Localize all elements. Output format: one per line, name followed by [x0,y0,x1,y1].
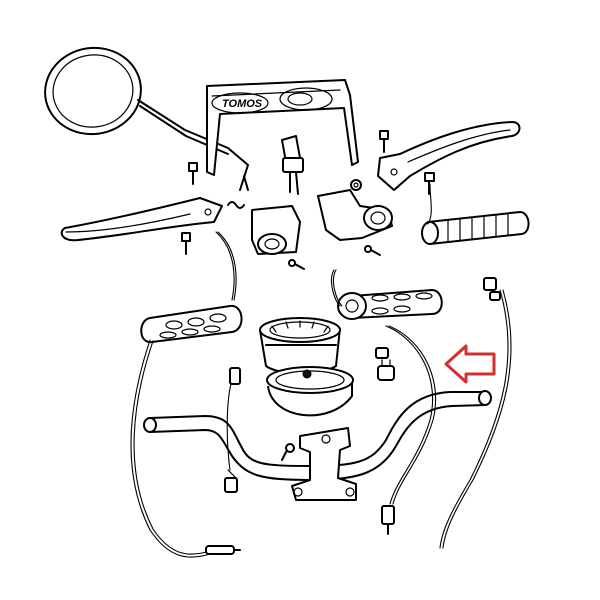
screw [364,245,381,256]
ignition-switch [281,135,304,195]
left-clutch-lever [60,197,223,242]
screw [188,162,198,185]
left-switch-housing [251,205,301,255]
cable [381,325,437,535]
mirror-stem [227,147,249,191]
connector-plug [375,347,395,381]
throttle-housing [317,189,393,241]
screw [424,172,435,195]
instrument-panel: TOMOS [206,79,359,176]
screw [288,259,305,270]
highlight-arrow [444,344,496,384]
right-grip [337,289,443,320]
cable [130,339,241,558]
handlebar [143,390,492,481]
brand-label: TOMOS [222,98,263,110]
left-grip [140,304,243,344]
right-brake-lever [377,121,521,191]
screw [181,232,191,255]
spring [227,201,245,209]
cable [215,231,237,301]
headlight-housing [266,366,354,417]
cable [331,269,343,307]
mirror [44,46,229,155]
handlebar-clamp [281,427,357,501]
nut [350,179,362,191]
cable [439,277,512,549]
speedometer [259,317,341,375]
cable [224,367,241,493]
twist-grip-right [421,211,530,245]
cable [427,183,432,225]
screw [379,130,389,153]
